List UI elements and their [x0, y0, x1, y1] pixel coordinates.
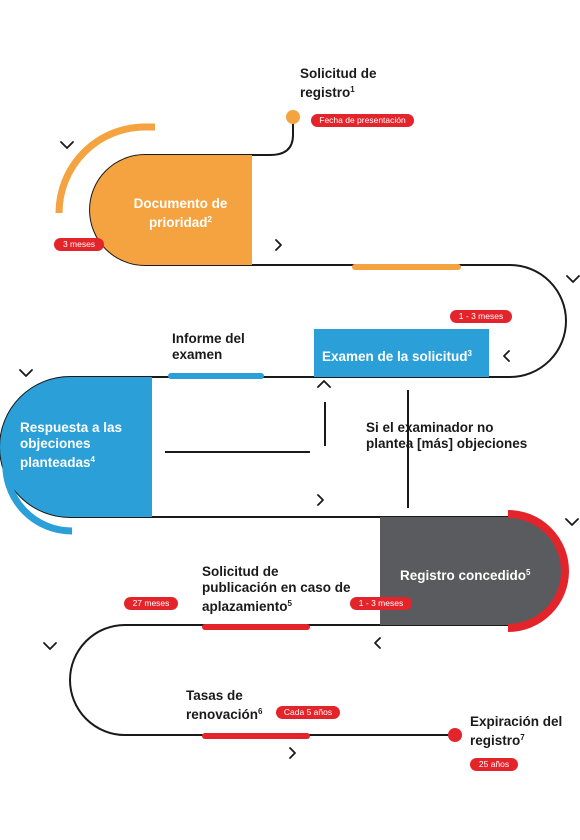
si-examinador-label: Si el examinador no plantea [más] objeci… — [366, 420, 528, 451]
registro-concedido-box — [380, 517, 564, 625]
solicitud-publicacion-label: Solicitud de publicación en caso de apla… — [202, 564, 351, 614]
chevron-left-icon — [374, 637, 381, 649]
respuesta-objeciones-label: Respuesta a las objeciones planteadas4 — [20, 420, 123, 470]
solicitud-registro-label: Solicitud de registro1 — [300, 66, 377, 100]
fecha-presentacion-badge: Fecha de presentación — [311, 114, 414, 127]
cada-cinco-anos-badge: Cada 5 años — [276, 706, 340, 719]
uno-tres-meses-badge-b: 1 - 3 meses — [350, 597, 412, 610]
red-arc — [507, 510, 569, 632]
registro-concedido-label: Registro concedido5 — [400, 568, 531, 583]
informe-examen-label: Informe del examen — [172, 331, 245, 362]
start-dot — [286, 110, 300, 124]
chevron-down-icon — [565, 518, 579, 526]
examen-solicitud-label: Examen de la solicitud3 — [322, 349, 472, 364]
chevron-down-icon — [566, 275, 580, 283]
chevron-left-icon — [503, 350, 510, 362]
documento-prioridad-label: Documento de prioridad2 — [133, 196, 228, 230]
end-dot — [448, 728, 462, 742]
expiracion-registro-label: Expiración del registro7 — [470, 714, 563, 748]
uno-tres-meses-badge-a: 1 - 3 meses — [450, 310, 512, 323]
chevron-right-icon — [317, 494, 324, 506]
chevron-right-icon — [289, 747, 296, 759]
tasas-renovacion-label: Tasas de renovación6 — [186, 688, 263, 722]
examen-solicitud-box — [314, 329, 489, 377]
chevron-up-icon — [317, 380, 331, 388]
chevron-down-icon — [60, 141, 74, 149]
documento-prioridad-box — [90, 155, 252, 265]
chevron-right-icon — [275, 239, 282, 251]
chevron-down-icon — [19, 369, 33, 377]
chevron-down-icon — [43, 642, 57, 650]
tres-meses-badge: 3 meses — [54, 238, 104, 251]
veintisiete-meses-badge: 27 meses — [124, 597, 178, 610]
respuesta-objeciones-box — [0, 377, 152, 517]
blue-arc — [2, 459, 73, 535]
veinticinco-anos-badge: 25 años — [470, 758, 518, 771]
orange-arc — [55, 123, 155, 214]
